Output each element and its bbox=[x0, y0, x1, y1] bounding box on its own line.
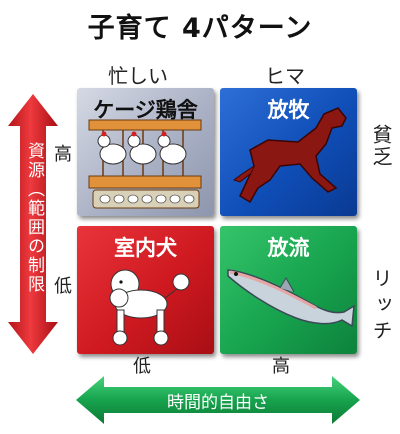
poodle-illustration bbox=[109, 269, 190, 346]
vertical-axis-low: 低 bbox=[54, 276, 72, 297]
horizontal-axis-label: 時間的自由さ bbox=[167, 393, 269, 413]
quadrant-pasture: 放牧 bbox=[220, 88, 357, 216]
horse-illustration bbox=[232, 107, 347, 204]
horizontal-axis-high: 高 bbox=[272, 356, 290, 377]
vertical-arrow bbox=[8, 94, 58, 354]
column-label-busy: 忙しい bbox=[108, 64, 168, 88]
caged-chickens-illustration bbox=[88, 119, 202, 209]
salmon-illustration bbox=[227, 269, 355, 328]
quadrant-indoor-dog-label: 室内犬 bbox=[114, 236, 177, 260]
diagram-title: 子育て 4パターン bbox=[87, 13, 313, 44]
side-label-rich: リッチ bbox=[369, 268, 393, 346]
horizontal-arrow bbox=[76, 376, 360, 424]
vertical-axis-label: 資源（範囲の制限 bbox=[24, 142, 44, 294]
side-label-poor: 貧乏 bbox=[369, 124, 393, 168]
quadrant-cage: ケージ鶏舎 bbox=[77, 88, 214, 216]
quadrant-cage-label: ケージ鶏舎 bbox=[93, 98, 198, 122]
vertical-axis-high: 高 bbox=[54, 144, 72, 165]
quadrant-indoor-dog: 室内犬 bbox=[77, 226, 214, 354]
column-label-free: ヒマ bbox=[265, 64, 305, 88]
quadrant-release: 放流 bbox=[220, 226, 357, 354]
quadrant-release-label: 放流 bbox=[267, 236, 310, 260]
quadrant-pasture-label: 放牧 bbox=[267, 98, 310, 122]
horizontal-axis-low: 低 bbox=[133, 356, 151, 377]
